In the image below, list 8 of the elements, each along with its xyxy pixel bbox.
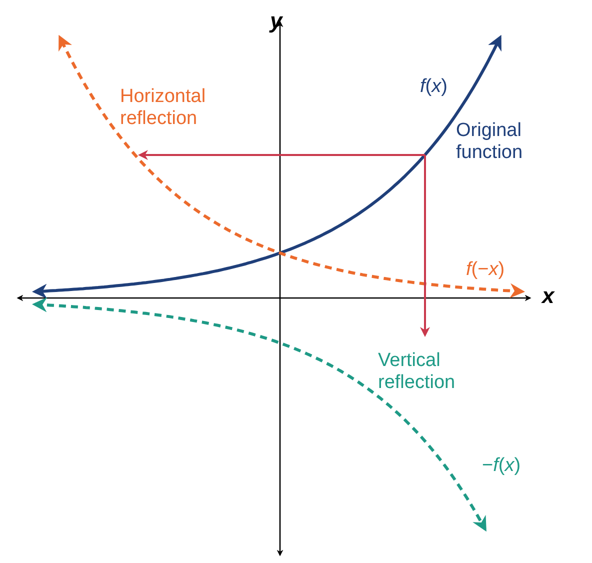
curve-label: Vertical reflection [378, 350, 456, 394]
function-label: f(x) [420, 76, 448, 98]
function-label: f(−x) [466, 259, 505, 281]
axis-label: x [542, 285, 554, 307]
curve-label: Horizontal reflection [120, 86, 207, 130]
function-label: −f(x) [482, 455, 521, 477]
curve-label: Original function [456, 120, 524, 164]
axis-label: y [270, 10, 282, 32]
